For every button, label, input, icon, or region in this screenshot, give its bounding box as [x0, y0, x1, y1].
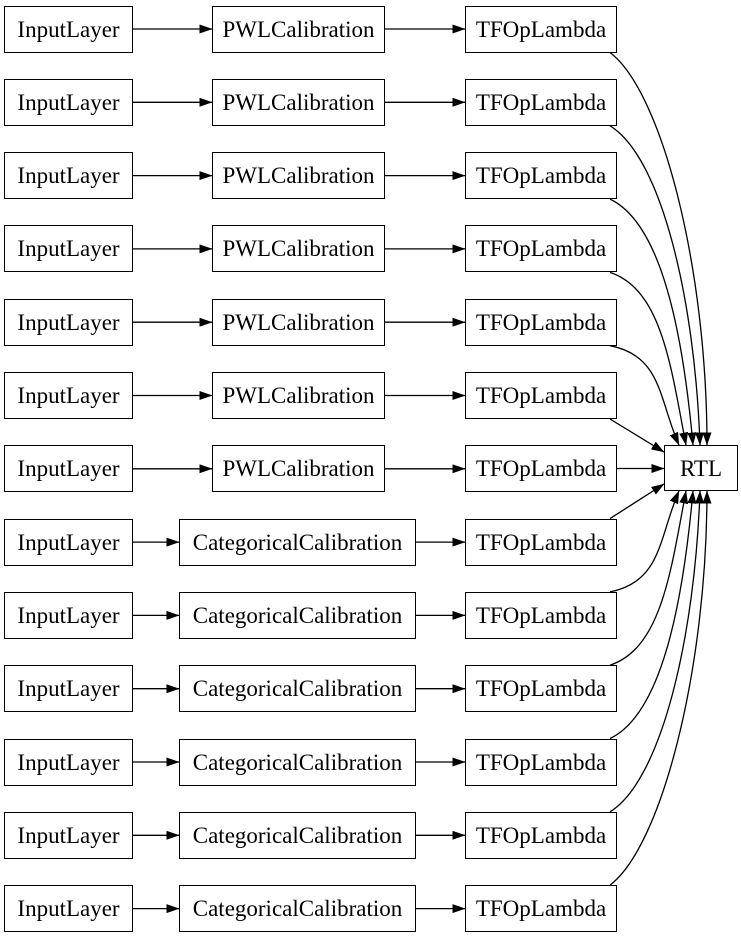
node-pwl-calibration: PWLCalibration	[212, 372, 385, 419]
edge-lambda-to-rtl	[609, 490, 697, 740]
node-input-layer: InputLayer	[4, 665, 133, 713]
node-input-layer: InputLayer	[4, 885, 133, 933]
edge-lambda-to-rtl	[609, 345, 680, 446]
node-categorical-calibration: CategoricalCalibration	[179, 591, 416, 639]
node-pwl-calibration: PWLCalibration	[212, 152, 385, 200]
edge-lambda-to-rtl	[609, 490, 689, 666]
node-categorical-calibration: CategoricalCalibration	[179, 738, 416, 786]
node-input-layer: InputLayer	[4, 298, 133, 346]
node-categorical-calibration: CategoricalCalibration	[179, 885, 416, 933]
node-tfop-lambda: TFOpLambda	[465, 445, 617, 493]
node-input-layer: InputLayer	[4, 445, 133, 493]
edge-lambda-to-rtl	[609, 490, 712, 886]
node-pwl-calibration: PWLCalibration	[212, 298, 385, 346]
edge-lambda-to-rtl	[609, 483, 665, 520]
node-tfop-lambda: TFOpLambda	[465, 591, 617, 639]
node-tfop-lambda: TFOpLambda	[465, 225, 617, 273]
node-tfop-lambda: TFOpLambda	[465, 518, 617, 566]
node-tfop-lambda: TFOpLambda	[465, 885, 617, 933]
node-tfop-lambda: TFOpLambda	[465, 152, 617, 200]
node-input-layer: InputLayer	[4, 78, 133, 126]
node-input-layer: InputLayer	[4, 5, 133, 53]
edge-lambda-to-rtl	[609, 125, 705, 446]
node-pwl-calibration: PWLCalibration	[212, 78, 385, 126]
edge-lambda-to-rtl	[609, 490, 705, 813]
edge-lambda-to-rtl	[609, 271, 689, 446]
node-input-layer: InputLayer	[4, 591, 133, 639]
node-input-layer: InputLayer	[4, 811, 133, 859]
node-tfop-lambda: TFOpLambda	[465, 298, 617, 346]
edge-lambda-to-rtl	[609, 51, 712, 446]
node-tfop-lambda: TFOpLambda	[465, 738, 617, 786]
node-categorical-calibration: CategoricalCalibration	[179, 811, 416, 859]
node-tfop-lambda: TFOpLambda	[465, 372, 617, 419]
node-pwl-calibration: PWLCalibration	[212, 225, 385, 273]
node-input-layer: InputLayer	[4, 372, 133, 419]
node-categorical-calibration: CategoricalCalibration	[179, 518, 416, 566]
node-tfop-lambda: TFOpLambda	[465, 811, 617, 859]
node-rtl: RTL	[664, 445, 738, 491]
edge-lambda-to-rtl	[609, 490, 680, 593]
node-input-layer: InputLayer	[4, 518, 133, 566]
node-tfop-lambda: TFOpLambda	[465, 5, 617, 53]
node-pwl-calibration: PWLCalibration	[212, 5, 385, 53]
node-categorical-calibration: CategoricalCalibration	[179, 665, 416, 713]
node-input-layer: InputLayer	[4, 152, 133, 200]
node-tfop-lambda: TFOpLambda	[465, 78, 617, 126]
node-input-layer: InputLayer	[4, 738, 133, 786]
node-pwl-calibration: PWLCalibration	[212, 445, 385, 493]
edge-lambda-to-rtl	[609, 198, 697, 446]
node-input-layer: InputLayer	[4, 225, 133, 273]
node-tfop-lambda: TFOpLambda	[465, 665, 617, 713]
edge-lambda-to-rtl	[609, 418, 665, 453]
